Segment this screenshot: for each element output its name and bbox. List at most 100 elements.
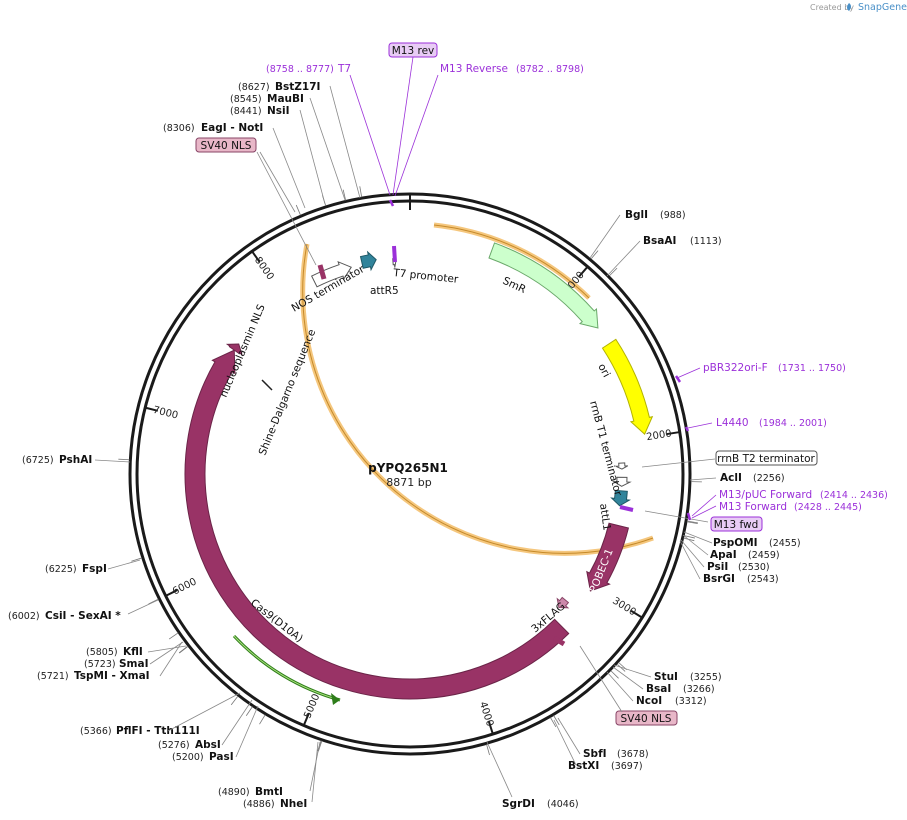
feature-arrow-attl1[interactable]	[610, 489, 632, 507]
primer-label-m13-forward[interactable]: M13 Forward	[719, 501, 787, 513]
feature-label-attl1: attL1	[597, 503, 613, 532]
m13-rev-box[interactable]: M13 rev	[388, 42, 438, 58]
tick-mark-4000	[487, 721, 494, 735]
enzyme-site-mark-11	[550, 717, 557, 728]
enzyme-label-bsrgi[interactable]: BsrGI	[703, 573, 735, 585]
enzyme-label-psopmi[interactable]: PspOMI	[713, 537, 758, 549]
primer-pos-t7: (8758 .. 8777)	[266, 64, 334, 75]
enzyme-pos-nhei: (4886)	[243, 799, 275, 810]
enzyme-pos-apai: (2459)	[748, 550, 780, 561]
enzyme-label-csii[interactable]: CsiI - SexAI *	[45, 610, 121, 622]
sv40-nls-box-top[interactable]: SV40 NLS	[195, 137, 257, 153]
enzyme-site-mark-19	[178, 645, 189, 654]
enzyme-label-pflfi[interactable]: PflFI - Tth111I	[116, 725, 200, 737]
feature-arrow-rrnb-t2-terminator[interactable]	[615, 462, 629, 470]
primer-leader-lines	[349, 56, 717, 519]
enzyme-site-mark-9	[610, 670, 619, 679]
enzyme-label-kfli[interactable]: KflI	[123, 646, 143, 658]
enzyme-label-bstxi[interactable]: BstXI	[568, 760, 599, 772]
feature-label-smr: SmR	[501, 275, 528, 296]
enzyme-pos-bsaai: (1113)	[690, 236, 722, 247]
rrnb-t2-box[interactable]: rrnB T2 terminator	[715, 450, 818, 466]
enzyme-pos-bgli: (988)	[660, 210, 686, 221]
enzyme-label-bsaai[interactable]: BsaAI	[643, 235, 676, 247]
m13-rev-mark	[392, 245, 397, 263]
sv40-nls-box-top-label: SV40 NLS	[201, 140, 252, 152]
tick-label-4000: 4000	[477, 700, 495, 728]
primer-label-pbr322ori[interactable]: pBR322ori-F	[703, 362, 768, 374]
enzyme-label-bmti[interactable]: BmtI	[255, 786, 283, 798]
enzyme-pos-psii: (2530)	[738, 562, 770, 573]
enzyme-label-sgrdi[interactable]: SgrDI	[502, 798, 535, 810]
enzyme-site-mark-18	[168, 632, 179, 640]
tick-mark-8000	[251, 250, 261, 263]
cas9-inner-orf-arrow-fill	[233, 635, 341, 701]
enzyme-pos-eagi: (8306)	[163, 123, 195, 134]
enzyme-site-mark-16	[259, 714, 266, 725]
enzyme-labels: BglI (988) BsaAI (1113) AclI (2256) PspO…	[8, 81, 801, 810]
primer-label-l4440[interactable]: L4440	[716, 417, 749, 429]
feature-arrow-ori[interactable]	[601, 338, 654, 435]
feature-arrow-cas9-d10a-[interactable]	[184, 349, 570, 700]
enzyme-label-pshai[interactable]: PshAI	[59, 454, 92, 466]
feature-arrow-rrnb-t1-terminator[interactable]	[611, 476, 632, 487]
primer-label-m13-puc-forward[interactable]: M13/pUC Forward	[719, 489, 812, 501]
primer-label-m13-reverse[interactable]: M13 Reverse	[440, 63, 508, 75]
primer-pos-pbr322ori: (1731 .. 1750)	[778, 363, 846, 374]
enzyme-label-apai[interactable]: ApaI	[710, 549, 737, 561]
enzyme-label-pasi[interactable]: PasI	[209, 751, 234, 763]
enzyme-pos-bstxi: (3697)	[611, 761, 643, 772]
enzyme-label-bgli[interactable]: BglI	[625, 209, 648, 221]
enzyme-pos-fspi: (6225)	[45, 564, 77, 575]
m13-fwd-mark	[619, 505, 634, 512]
enzyme-site-mark-10	[553, 715, 560, 726]
enzyme-label-maubi[interactable]: MauBI	[267, 93, 304, 105]
enzyme-pos-pshai: (6725)	[22, 455, 54, 466]
enzyme-label-acli[interactable]: AclI	[720, 472, 742, 484]
sv40-nls-mark-bottom	[552, 635, 566, 647]
enzyme-pos-sbfi: (3678)	[617, 749, 649, 760]
enzyme-label-bsai[interactable]: BsaI	[646, 683, 671, 695]
enzyme-line-group	[118, 186, 702, 756]
enzyme-label-ncoi[interactable]: NcoI	[636, 695, 662, 707]
m13-fwd-box[interactable]: M13 fwd	[710, 516, 763, 532]
tick-mark-5000	[302, 713, 310, 726]
feature-label-shine-dalgarno: Shine-Dalgarno sequence	[257, 328, 319, 458]
enzyme-label-nsii[interactable]: NsiI	[267, 105, 290, 117]
enzyme-label-tspmi[interactable]: TspMI - XmaI	[74, 670, 150, 682]
enzyme-site-mark-12	[486, 744, 490, 756]
tick-mark-1000	[578, 266, 589, 278]
enzyme-label-eagi[interactable]: EagI - NotI	[201, 122, 263, 134]
enzyme-label-stui[interactable]: StuI	[654, 671, 678, 683]
enzyme-pos-tspmi: (5721)	[37, 671, 69, 682]
enzyme-label-absi[interactable]: AbsI	[195, 739, 221, 751]
cas9-inner-orf-arrowhead	[331, 693, 340, 705]
sv40-nls-box-bottom[interactable]: SV40 NLS	[615, 710, 678, 726]
feature-arrow-nucleoplasmin-nls[interactable]	[225, 343, 243, 356]
sv40-nls-mark-top	[317, 264, 327, 280]
brand-app-name: SnapGene	[858, 2, 907, 13]
enzyme-site-mark-20	[179, 646, 189, 654]
enzyme-label-sbfi[interactable]: SbfI	[583, 748, 607, 760]
enzyme-label-nhei[interactable]: NheI	[280, 798, 307, 810]
feature-arrow-attr5[interactable]	[359, 250, 377, 272]
leader-lines	[94, 85, 717, 803]
enzyme-site-mark-1	[608, 267, 618, 277]
feature-arrow-apobec-1[interactable]	[586, 522, 630, 592]
tick-mark-3000	[630, 609, 643, 619]
enzyme-label-psii[interactable]: PsiI	[707, 561, 728, 573]
enzyme-label-bstz17i[interactable]: BstZ17I	[275, 81, 320, 93]
enzyme-label-smai[interactable]: SmaI	[119, 658, 149, 670]
feature-arrow-3xflag[interactable]	[556, 596, 570, 609]
enzyme-site-mark-15	[245, 706, 253, 716]
primer-label-t7[interactable]: T7	[337, 63, 351, 75]
m13-fwd-box-label: M13 fwd	[714, 519, 759, 531]
enzyme-site-mark-22	[131, 557, 142, 562]
enzyme-label-fspi[interactable]: FspI	[82, 563, 107, 575]
feature-label-attr5: attR5	[370, 285, 399, 297]
plasmid-size: 8871 bp	[386, 476, 431, 489]
feature-arrow-smr[interactable]	[488, 242, 599, 329]
plasmid-name: pYPQ265N1	[368, 461, 448, 475]
enzyme-pos-acli: (2256)	[753, 473, 785, 484]
